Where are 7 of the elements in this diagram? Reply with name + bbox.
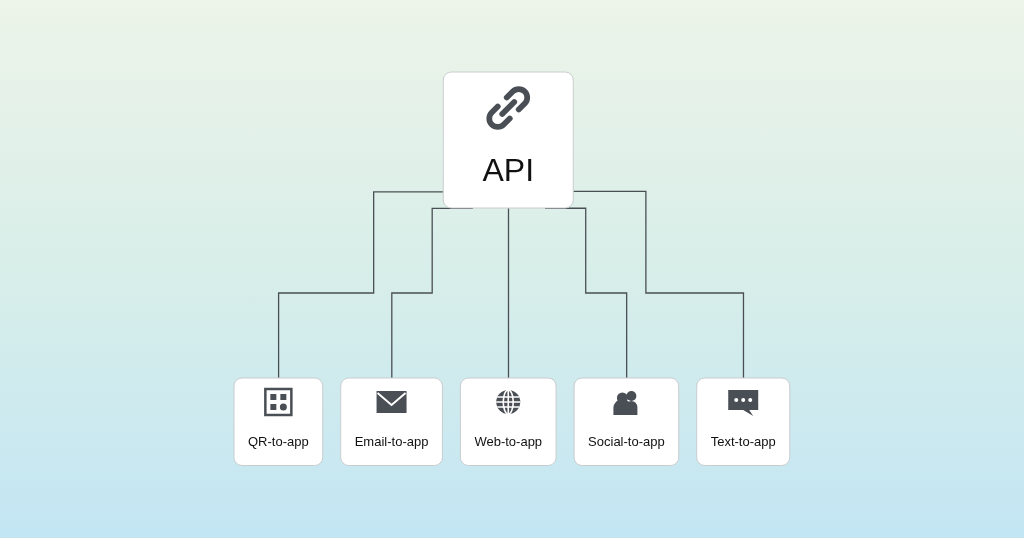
node-box: Email-to-app [340,377,444,467]
node-box: Web-to-app [460,377,557,467]
connector [508,208,510,380]
node-box: Text-to-app [696,377,791,467]
node-box: API [442,71,574,209]
node-box: QR-to-app [233,377,324,467]
node-box: Social-to-app [573,377,680,467]
